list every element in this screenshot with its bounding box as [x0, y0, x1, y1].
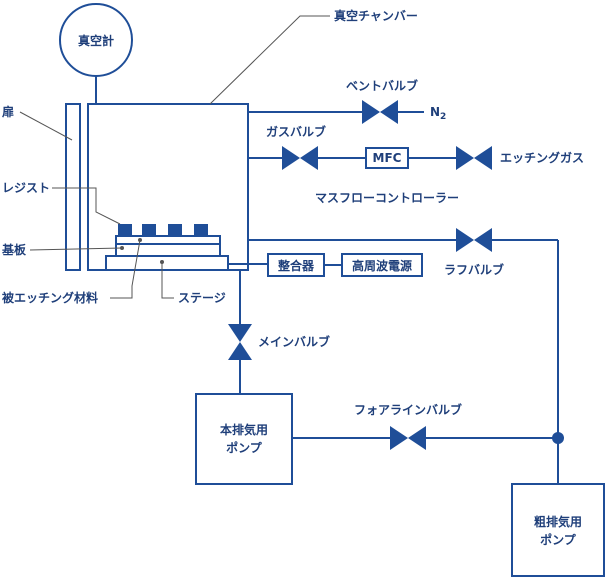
stage-label: ステージ [178, 291, 226, 305]
foreline-valve-label: フォアラインバルブ [354, 402, 462, 417]
vacuum-gauge-label: 真空計 [78, 33, 114, 48]
rough-valve-label: ラフバルブ [444, 262, 504, 277]
stage [105, 255, 229, 271]
rf-power-label: 高周波電源 [352, 258, 412, 273]
etched-material [115, 243, 221, 257]
vent-valve-label: ベントバルブ [346, 78, 418, 93]
rough-pump: 粗排気用 ポンプ [511, 483, 605, 577]
door-label: 扉 [2, 104, 14, 119]
main-valve-label: メインバルブ [258, 334, 330, 349]
etching-gas-valve-icon [456, 146, 492, 170]
vent-valve-icon [362, 100, 398, 124]
gas-valve-label: ガスバルブ [266, 124, 326, 139]
resist-leader [52, 187, 121, 225]
main-valve-icon [228, 324, 252, 360]
substrate-leader [29, 247, 123, 251]
mass-flow-controller-label: マスフローコントローラー [315, 191, 459, 205]
resist-blocks [118, 224, 208, 236]
substrate-label: 基板 [1, 242, 27, 257]
main-pump-label-1: 本排気用 [220, 422, 268, 437]
etched-material-leader [110, 239, 141, 299]
n2-label: N2 [430, 105, 446, 122]
matching-box-label: 整合器 [277, 258, 315, 273]
rough-valve-icon [456, 228, 492, 252]
door-leader [19, 111, 73, 141]
chamber-leader [209, 15, 330, 105]
mfc-label: MFC [373, 151, 402, 165]
vacuum-chamber-label: 真空チャンバー [334, 8, 418, 23]
main-pump-label-2: ポンプ [226, 440, 263, 455]
substrate [115, 235, 221, 245]
vacuum-gauge: 真空計 [59, 3, 133, 104]
junction-dot [552, 432, 564, 444]
stage-leader [161, 262, 174, 299]
matching-box: 整合器 [267, 253, 325, 277]
gas-valve-icon [282, 146, 318, 170]
etching-gas-label: エッチングガス [500, 150, 584, 165]
etched-material-label: 被エッチング材料 [2, 290, 98, 305]
foreline-valve-icon [390, 426, 426, 450]
rf-power-box: 高周波電源 [341, 253, 423, 277]
main-pump: 本排気用 ポンプ [195, 393, 293, 485]
resist-label: レジスト [2, 181, 50, 195]
rough-pump-label-2: ポンプ [540, 532, 577, 547]
door [65, 103, 81, 271]
mfc-box: MFC [365, 147, 409, 169]
rough-pump-label-1: 粗排気用 [534, 514, 582, 529]
